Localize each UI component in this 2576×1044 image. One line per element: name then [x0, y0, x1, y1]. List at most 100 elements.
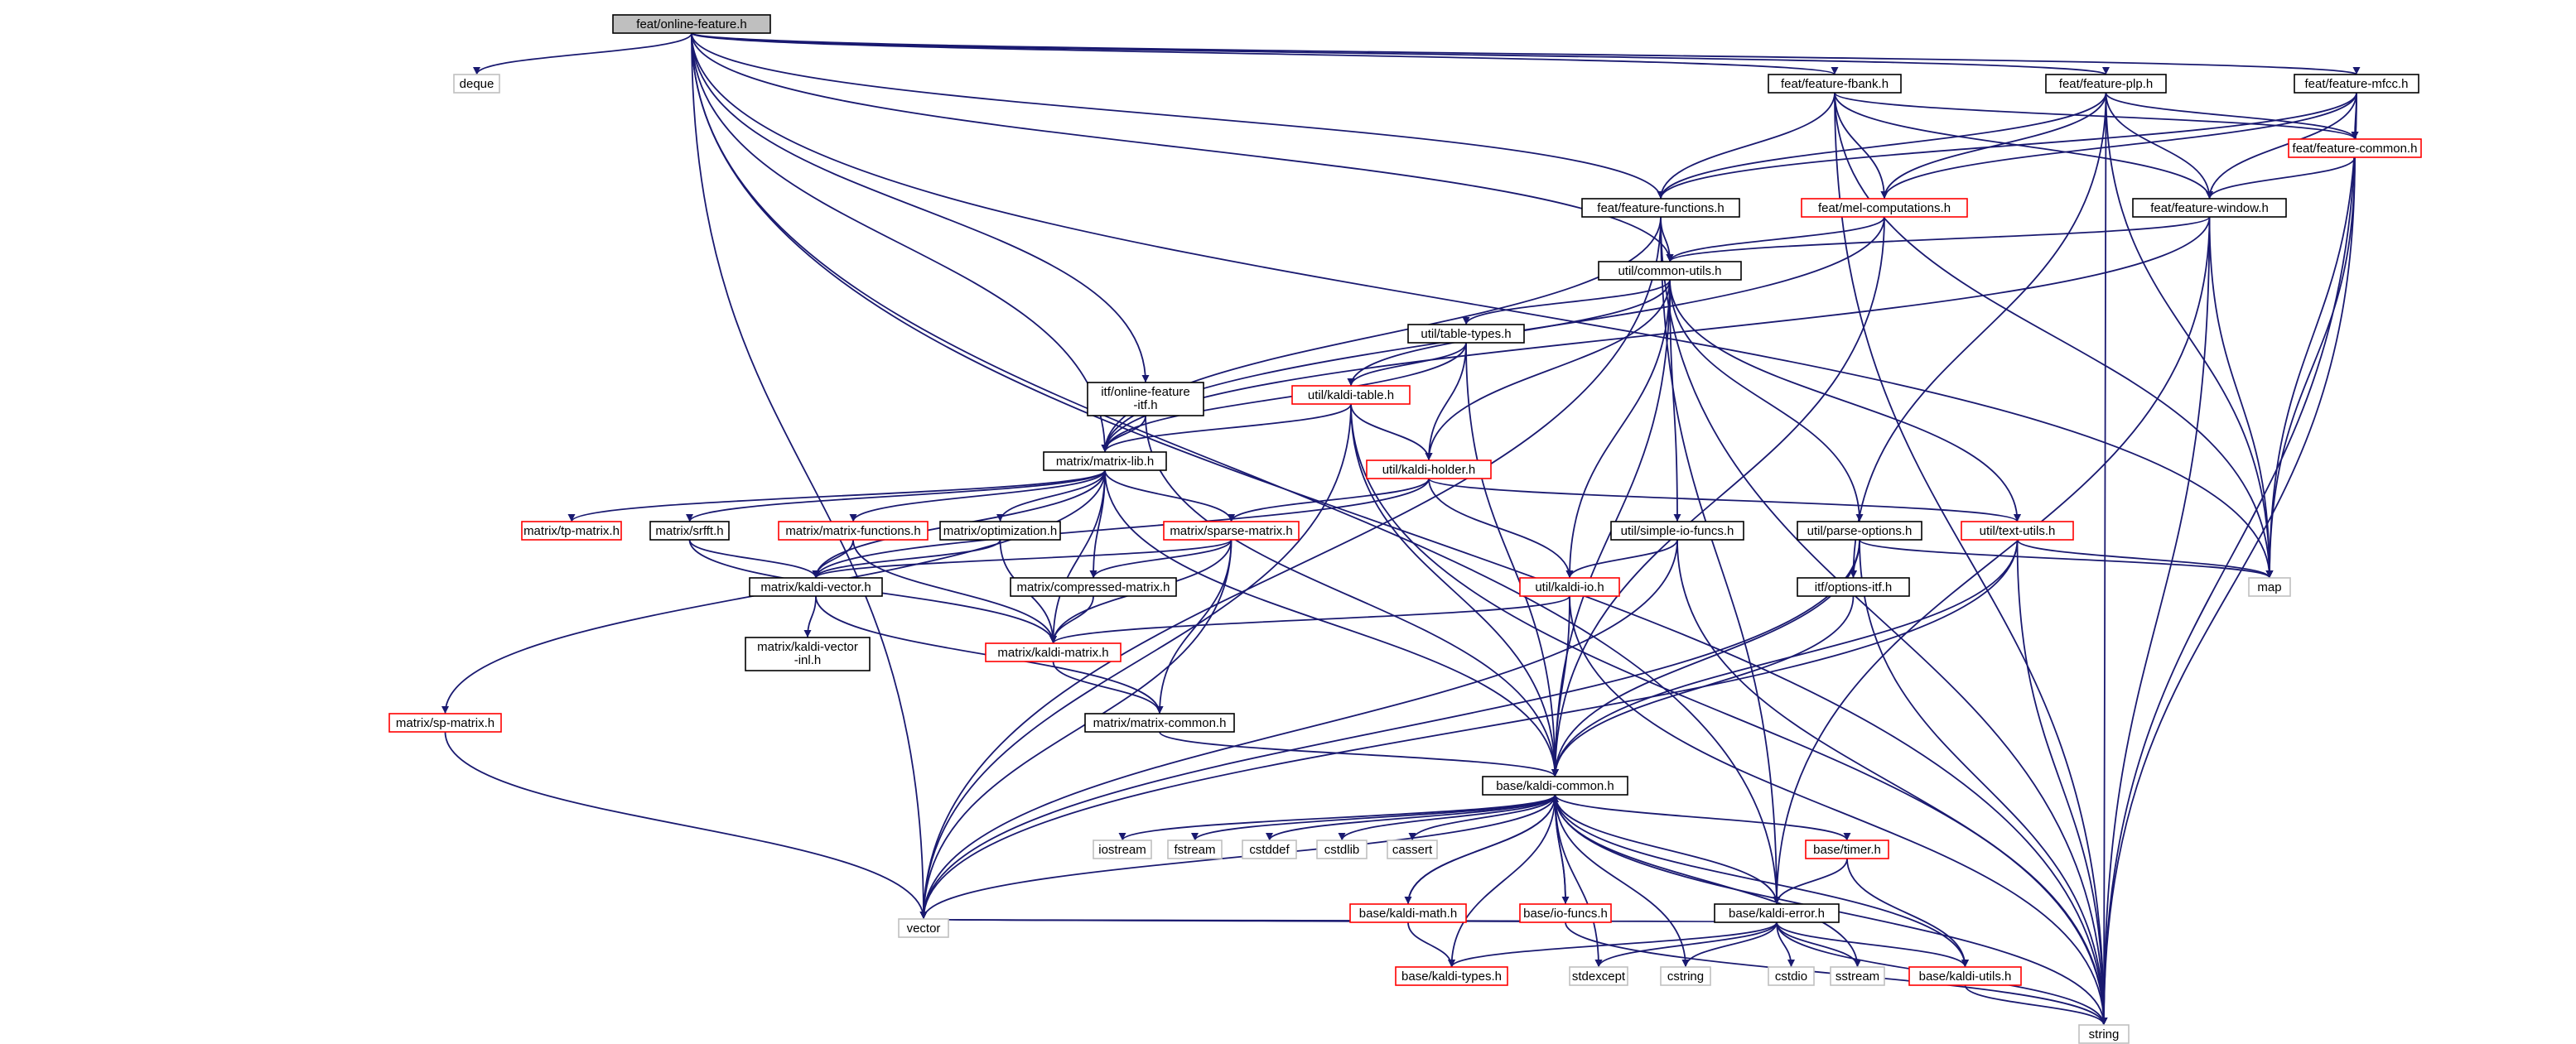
edge-fbank-to-fwindow [1834, 92, 2213, 200]
node-ffunc[interactable]: feat/feature-functions.h [1581, 198, 1740, 218]
edge-kholder-to-kvector [812, 478, 1430, 579]
node-root[interactable]: feat/online-feature.h [612, 14, 771, 34]
node-cassert[interactable]: cassert [1387, 840, 1438, 859]
node-ktable[interactable]: util/kaldi-table.h [1291, 385, 1411, 405]
edge-plp-to-melcomp [1880, 92, 2107, 200]
node-kvecinl[interactable]: matrix/kaldi-vector-inl.h [745, 637, 871, 671]
node-box-fcommon [2288, 138, 2422, 158]
node-cstring[interactable]: cstring [1660, 966, 1711, 986]
node-box-cstdlib [1316, 840, 1368, 859]
node-box-kvector [749, 577, 883, 597]
edge-fcommon-to-map [2265, 156, 2356, 579]
node-box-stdexcept [1569, 966, 1628, 986]
edge-fcommon-to-fwindow [2206, 156, 2356, 200]
node-kvector[interactable]: matrix/kaldi-vector.h [749, 577, 883, 597]
node-deque[interactable]: deque [453, 74, 500, 94]
node-label-cutils: util/common-utils.h [1618, 264, 1721, 278]
node-kerror[interactable]: base/kaldi-error.h [1714, 903, 1840, 923]
edge-root-to-mfcc [691, 32, 2360, 75]
node-map[interactable]: map [2248, 577, 2291, 597]
edge-ktable-to-vector [919, 403, 1352, 920]
edge-kcommon-to-vector [919, 794, 1556, 920]
edge-cutils-to-textutils [1669, 279, 2021, 522]
node-fbank[interactable]: feat/feature-fbank.h [1768, 74, 1902, 94]
edge-kio-to-kmatrix [1049, 595, 1570, 644]
node-kholder[interactable]: util/kaldi-holder.h [1366, 459, 1492, 479]
edge-fwindow-to-map [2208, 216, 2274, 579]
node-iostream[interactable]: iostream [1093, 840, 1152, 859]
node-stdexcept[interactable]: stdexcept [1569, 966, 1628, 986]
node-cutils[interactable]: util/common-utils.h [1598, 261, 1742, 281]
node-box-ktable [1291, 385, 1411, 405]
edge-plp-to-map [2105, 92, 2274, 579]
node-vector[interactable]: vector [898, 918, 949, 938]
edge-ttypes-to-ktable [1347, 342, 1467, 387]
node-box-timer [1805, 840, 1889, 859]
edge-plp-to-string [2100, 92, 2108, 1026]
node-cstddef[interactable]: cstddef [1242, 840, 1297, 859]
node-fstream[interactable]: fstream [1167, 840, 1223, 859]
edge-parseopt-to-string [1859, 539, 2108, 1026]
node-simpleio[interactable]: util/simple-io-funcs.h [1610, 521, 1744, 541]
node-timer[interactable]: base/timer.h [1805, 840, 1889, 859]
node-label-map: map [2257, 580, 2281, 594]
node-sstream[interactable]: sstream [1830, 966, 1885, 986]
node-fcommon[interactable]: feat/feature-common.h [2288, 138, 2422, 158]
node-kio[interactable]: util/kaldi-io.h [1519, 577, 1620, 597]
node-label-mlib: matrix/matrix-lib.h [1056, 455, 1154, 469]
node-label-mfuncs: matrix/matrix-functions.h [785, 524, 920, 538]
node-cstdlib[interactable]: cstdlib [1316, 840, 1368, 859]
node-box-deque [453, 74, 500, 94]
node-kmatrix[interactable]: matrix/kaldi-matrix.h [985, 642, 1122, 662]
node-plp[interactable]: feat/feature-plp.h [2045, 74, 2167, 94]
node-label-kmath: base/kaldi-math.h [1359, 907, 1457, 921]
node-mfcc[interactable]: feat/feature-mfcc.h [2294, 74, 2419, 94]
edge-root-to-deque [473, 32, 692, 75]
node-label-cstdlib: cstdlib [1324, 843, 1360, 857]
node-cstdio[interactable]: cstdio [1768, 966, 1815, 986]
node-optitf[interactable]: itf/options-itf.h [1797, 577, 1910, 597]
node-box-kio [1519, 577, 1620, 597]
node-fwindow[interactable]: feat/feature-window.h [2132, 198, 2287, 218]
node-srfft[interactable]: matrix/srfft.h [649, 521, 730, 541]
node-box-ttypes [1407, 324, 1525, 344]
node-ttypes[interactable]: util/table-types.h [1407, 324, 1525, 344]
node-mcommon[interactable]: matrix/matrix-common.h [1084, 713, 1235, 733]
edge-onlineitf-to-kcommon [1145, 415, 1559, 777]
edge-kvector-to-kvecinl [803, 595, 817, 638]
node-mlib[interactable]: matrix/matrix-lib.h [1043, 451, 1167, 471]
node-label-vector: vector [907, 921, 941, 936]
edge-ktable-to-mlib [1101, 403, 1352, 453]
node-kmath[interactable]: base/kaldi-math.h [1349, 903, 1467, 923]
edge-kutils-to-string [1964, 984, 2108, 1026]
node-melcomp[interactable]: feat/mel-computations.h [1801, 198, 1968, 218]
node-label-sstream: sstream [1836, 969, 1879, 984]
node-box-optitf [1797, 577, 1910, 597]
node-mopt[interactable]: matrix/optimization.h [939, 521, 1061, 541]
edge-melcomp-to-kcommon [1551, 216, 1885, 777]
node-kcommon[interactable]: base/kaldi-common.h [1482, 776, 1628, 796]
node-ktypes[interactable]: base/kaldi-types.h [1395, 966, 1508, 986]
node-kutils[interactable]: base/kaldi-utils.h [1908, 966, 2022, 986]
node-label-mfcc: feat/feature-mfcc.h [2304, 77, 2408, 91]
edge-spm-to-vector [444, 731, 928, 920]
node-string[interactable]: string [2078, 1024, 2130, 1044]
node-mfuncs[interactable]: matrix/matrix-functions.h [778, 521, 929, 541]
node-sparse[interactable]: matrix/sparse-matrix.h [1163, 521, 1300, 541]
node-spm[interactable]: matrix/sp-matrix.h [388, 713, 502, 733]
edge-ktable-to-string [1350, 403, 2108, 1026]
edge-sparse-to-compmat [1089, 539, 1233, 579]
node-tpm[interactable]: matrix/tp-matrix.h [521, 521, 622, 541]
edge-kerror-to-ktypes [1448, 921, 1778, 968]
node-onlineitf[interactable]: itf/online-feature-itf.h [1087, 382, 1204, 416]
edge-root-to-vector [691, 32, 928, 920]
edge-mfcc-to-string [2100, 92, 2357, 1026]
node-box-iostream [1093, 840, 1152, 859]
node-iofuncs[interactable]: base/io-funcs.h [1519, 903, 1612, 923]
edge-sparse-to-kvector [812, 539, 1233, 579]
node-parseopt[interactable]: util/parse-options.h [1797, 521, 1922, 541]
node-compmat[interactable]: matrix/compressed-matrix.h [1010, 577, 1177, 597]
edge-mopt-to-kvector [812, 539, 1001, 579]
node-box-iofuncs [1519, 903, 1612, 923]
node-textutils[interactable]: util/text-utils.h [1961, 521, 2074, 541]
